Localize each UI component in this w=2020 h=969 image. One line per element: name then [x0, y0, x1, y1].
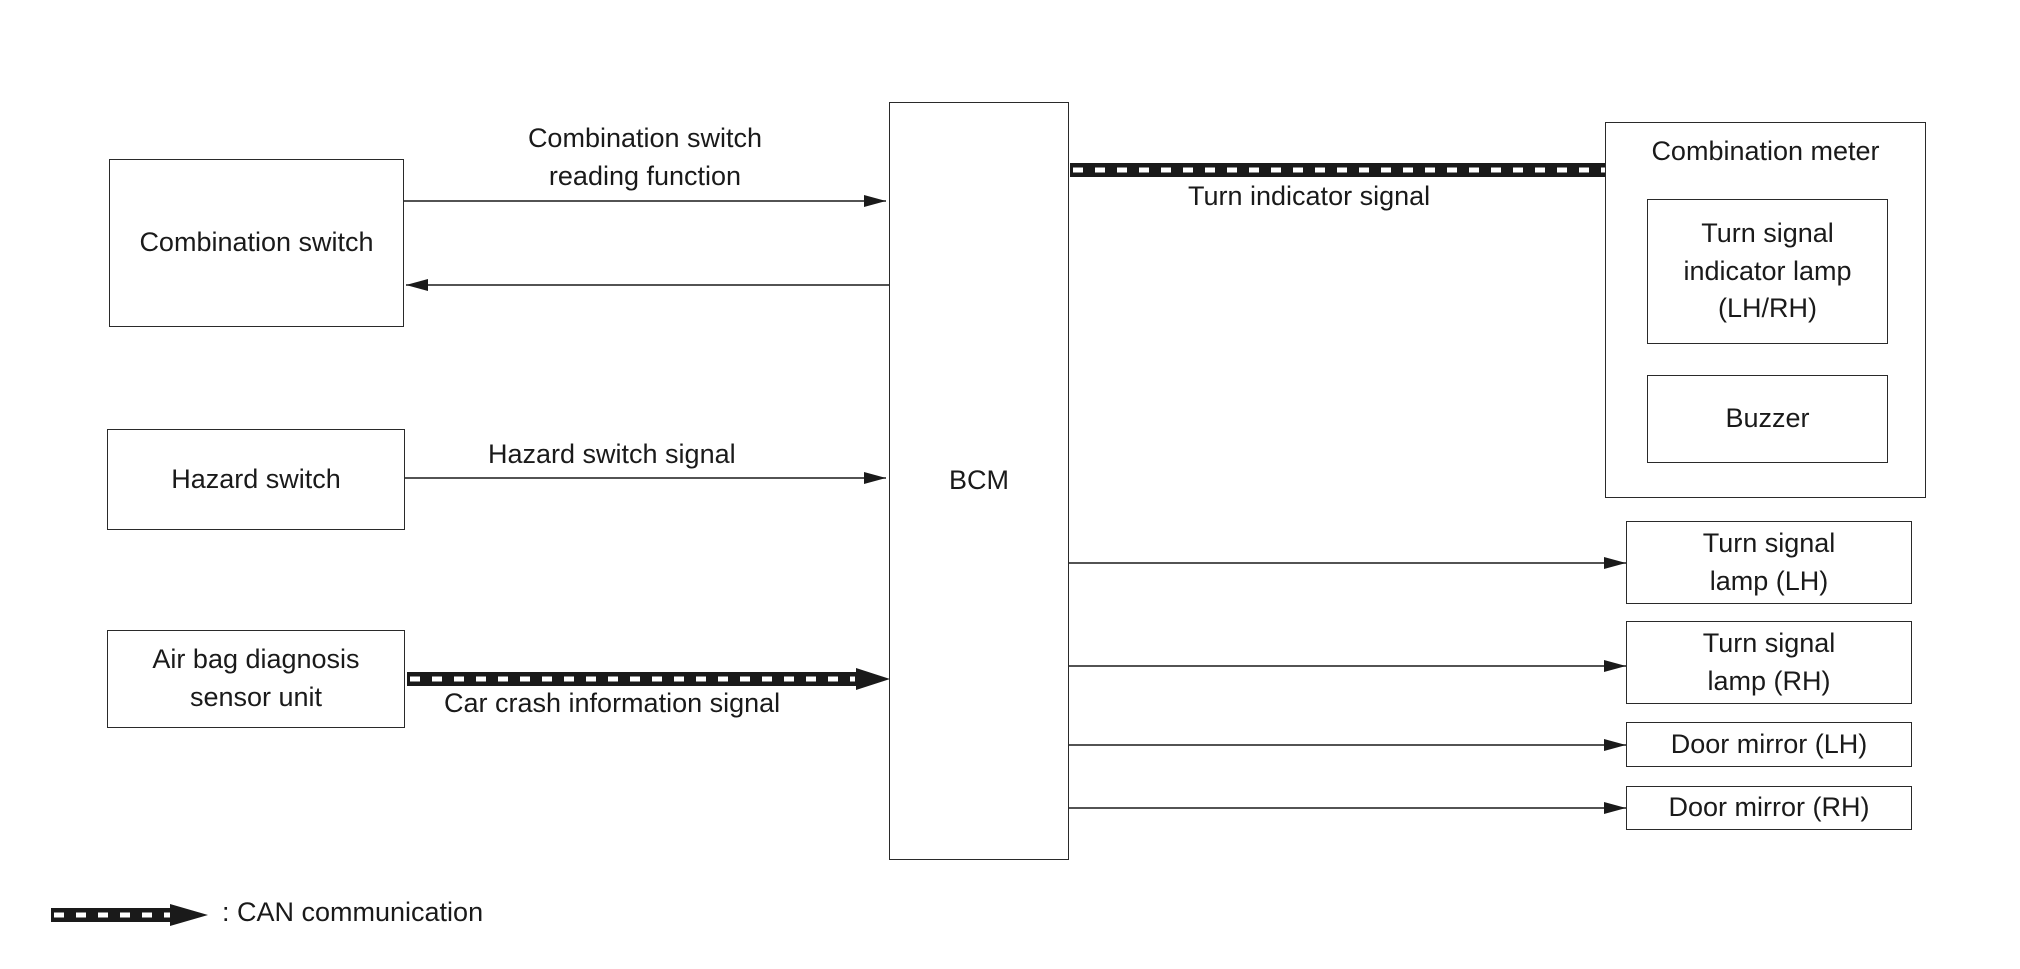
buzzer-label: Buzzer	[1725, 403, 1810, 434]
legend-can-arrow	[51, 904, 208, 926]
combination-switch-reading-label: Combination switch reading function	[527, 123, 763, 191]
combination-switch-block: Combination switch	[109, 159, 404, 327]
turn-signal-lamp-rh-block: Turn signal lamp (RH)	[1626, 621, 1912, 704]
combination-meter-label: Combination meter	[1651, 136, 1880, 166]
turn-signal-indicator-lamp-block: Turn signal indicator lamp (LH/RH)	[1647, 199, 1888, 344]
bcm-label: BCM	[949, 465, 1009, 496]
door-mirror-rh-block: Door mirror (RH)	[1626, 786, 1912, 830]
can-line-car-crash	[407, 668, 890, 690]
hazard-switch-signal-label: Hazard switch signal	[488, 439, 736, 469]
car-crash-information-signal-label: Car crash information signal	[444, 688, 781, 718]
bcm-block: BCM	[889, 102, 1069, 860]
turn-signal-indicator-lamp-label: Turn signal indicator lamp (LH/RH)	[1683, 217, 1852, 324]
turn-signal-lamp-lh-block: Turn signal lamp (LH)	[1626, 521, 1912, 604]
door-mirror-rh-label: Door mirror (RH)	[1668, 792, 1870, 823]
hazard-switch-label: Hazard switch	[171, 463, 341, 494]
air-bag-unit-block: Air bag diagnosis sensor unit	[107, 630, 405, 728]
turn-signal-lamp-lh-label: Turn signal lamp (LH)	[1702, 527, 1836, 596]
turn-indicator-signal-label: Turn indicator signal	[1188, 181, 1431, 211]
legend-can-communication-label: : CAN communication	[222, 897, 484, 927]
door-mirror-lh-block: Door mirror (LH)	[1626, 722, 1912, 767]
air-bag-unit-label: Air bag diagnosis sensor unit	[152, 644, 360, 712]
combination-switch-label: Combination switch	[139, 227, 374, 258]
door-mirror-lh-label: Door mirror (LH)	[1670, 728, 1868, 759]
turn-signal-lamp-rh-label: Turn signal lamp (RH)	[1702, 627, 1836, 696]
hazard-switch-block: Hazard switch	[107, 429, 405, 530]
buzzer-block: Buzzer	[1647, 375, 1888, 463]
